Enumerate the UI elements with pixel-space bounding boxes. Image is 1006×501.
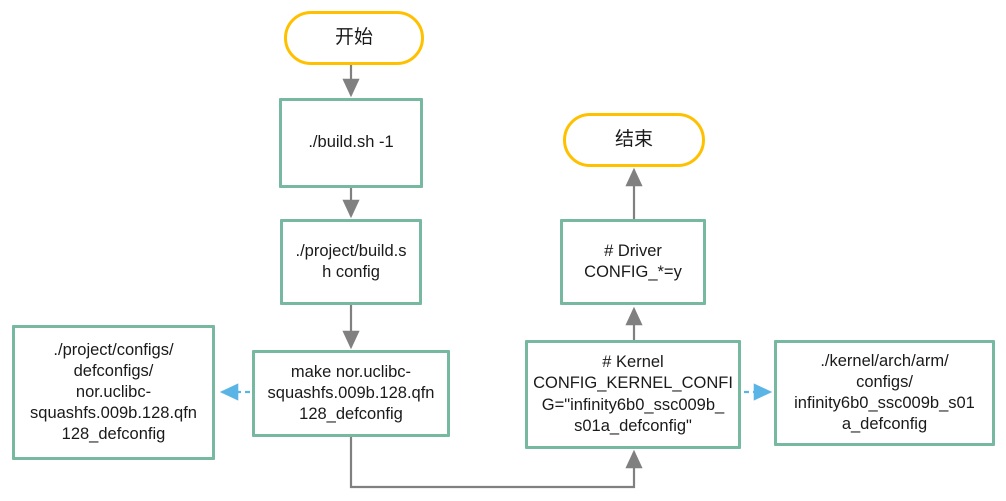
node-end[interactable]: 结束 [563, 113, 705, 167]
node-make-defconfig[interactable]: make nor.uclibc- squashfs.009b.128.qfn 1… [252, 350, 450, 437]
node-kernel-config-label: # Kernel CONFIG_KERNEL_CONFI G="infinity… [533, 353, 733, 435]
node-build-sh-label: ./build.sh -1 [308, 133, 394, 152]
node-make-defconfig-label: make nor.uclibc- squashfs.009b.128.qfn 1… [267, 362, 435, 424]
node-kernel-arch-path-label: ./kernel/arch/arm/ configs/ infinity6b0_… [794, 351, 975, 434]
node-project-configs-path[interactable]: ./project/configs/ defconfigs/ nor.uclib… [12, 325, 215, 460]
node-build-sh[interactable]: ./build.sh -1 [279, 98, 423, 188]
node-project-build-sh-config[interactable]: ./project/build.s h config [280, 219, 422, 305]
node-start-label: 开始 [334, 26, 373, 48]
node-start[interactable]: 开始 [284, 11, 424, 65]
node-end-label: 结束 [614, 128, 653, 150]
node-driver-config-label: # Driver CONFIG_*=y [584, 241, 682, 281]
node-driver-config[interactable]: # Driver CONFIG_*=y [560, 219, 706, 305]
node-kernel-config[interactable]: # Kernel CONFIG_KERNEL_CONFI G="infinity… [525, 340, 741, 449]
node-project-configs-path-label: ./project/configs/ defconfigs/ nor.uclib… [30, 340, 197, 444]
node-kernel-arch-path[interactable]: ./kernel/arch/arm/ configs/ infinity6b0_… [774, 340, 995, 446]
node-project-build-sh-config-label: ./project/build.s h config [295, 241, 407, 281]
